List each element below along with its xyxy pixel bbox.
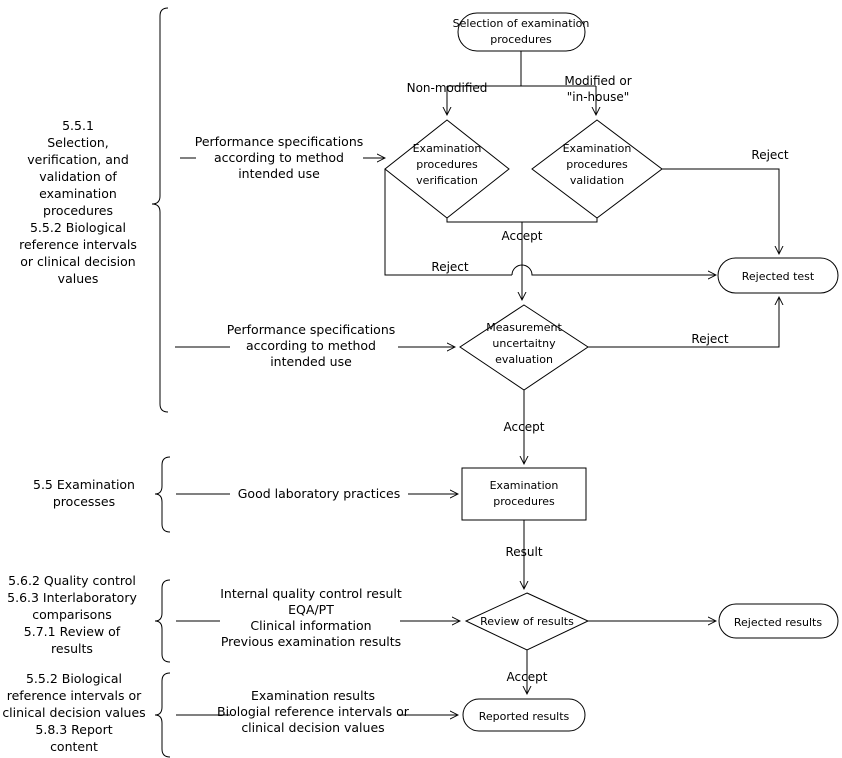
side-label-2-line-2: processes xyxy=(53,494,115,509)
annotation-perf-spec-1: Performance specifications according to … xyxy=(195,134,364,181)
edge-reject-validation xyxy=(662,168,779,254)
edge-label-modified-1: Modified or xyxy=(564,74,631,88)
edge-label-accept-1: Accept xyxy=(502,229,543,243)
node-reported-results: Reported results xyxy=(462,698,586,732)
edge-label-result: Result xyxy=(505,545,542,559)
node-selection-label-2: procedures xyxy=(490,33,552,46)
edge-label-reject-uncertainty: Reject xyxy=(691,332,728,346)
node-exam-procedures-label-2: procedures xyxy=(493,495,555,508)
node-validation-label-2: procedures xyxy=(566,158,628,171)
edge-label-reject-right: Reject xyxy=(751,148,788,162)
side-label-group-3: 5.6.2 Quality control 5.6.3 Interlaborat… xyxy=(7,573,137,656)
node-uncertainty-label-3: evaluation xyxy=(495,353,553,366)
annot-4-line-1: Internal quality control result xyxy=(220,586,402,601)
side-label-4-line-5: content xyxy=(50,739,98,754)
side-label-3-line-5: results xyxy=(51,641,93,656)
edge-label-reject-left: Reject xyxy=(431,260,468,274)
annot-1-line-1: Performance specifications xyxy=(195,134,364,149)
node-rejected-test: Rejected test xyxy=(717,257,839,294)
brace-group-2 xyxy=(154,456,171,533)
side-label-1-line-10: values xyxy=(58,271,99,286)
annot-1-line-3: intended use xyxy=(238,166,320,181)
edge-reject-uncertainty xyxy=(588,297,779,348)
side-label-group-4: 5.5.2 Biological reference intervals or … xyxy=(2,671,145,754)
side-label-3-line-4: 5.7.1 Review of xyxy=(24,624,121,639)
annotation-perf-spec-2: Performance specifications according to … xyxy=(227,322,396,369)
side-label-4-line-2: reference intervals or xyxy=(7,688,142,703)
side-label-3-line-1: 5.6.2 Quality control xyxy=(8,573,136,588)
node-verification-label-1: Examination xyxy=(413,142,482,155)
side-label-4-line-4: 5.8.3 Report xyxy=(35,722,112,737)
annotation-good-lab: Good laboratory practices xyxy=(238,486,401,501)
node-exam-procedures: Examination procedures xyxy=(461,467,587,521)
side-label-4-line-3: clinical decision values xyxy=(2,705,145,720)
annot-4-line-2: EQA/PT xyxy=(288,602,334,617)
side-label-1-line-7: 5.5.2 Biological xyxy=(30,220,126,235)
side-label-3-line-3: comparisons xyxy=(32,607,112,622)
node-reported-results-label: Reported results xyxy=(479,710,570,723)
side-label-1-line-3: verification, and xyxy=(27,152,129,167)
node-rejected-test-label: Rejected test xyxy=(742,270,815,283)
brace-group-4 xyxy=(154,672,171,758)
side-label-2-line-1: 5.5 Examination xyxy=(33,477,135,492)
side-label-group-1: 5.5.1 Selection, verification, and valid… xyxy=(19,118,137,286)
annot-2-line-1: Performance specifications xyxy=(227,322,396,337)
annot-3-line-1: Good laboratory practices xyxy=(238,486,401,501)
side-label-1-line-5: examination xyxy=(39,186,117,201)
side-label-1-line-1: 5.5.1 xyxy=(62,118,94,133)
side-label-group-2: 5.5 Examination processes xyxy=(33,477,135,509)
node-review: Review of results xyxy=(464,592,590,651)
node-uncertainty: Measurement uncertaitny evaluation xyxy=(459,304,589,391)
side-label-3-line-2: 5.6.3 Interlaboratory xyxy=(7,590,137,605)
node-verification-label-2: procedures xyxy=(416,158,478,171)
node-rejected-results-label: Rejected results xyxy=(734,616,822,629)
node-validation-label-1: Examination xyxy=(563,142,632,155)
side-label-1-line-2: Selection, xyxy=(47,135,109,150)
side-label-4-line-1: 5.5.2 Biological xyxy=(26,671,122,686)
edge-label-accept-3: Accept xyxy=(507,670,548,684)
edge-label-modified-2: "in-house" xyxy=(567,90,630,104)
annot-4-line-4: Previous examination results xyxy=(221,634,401,649)
annot-5-line-1: Examination results xyxy=(251,688,375,703)
side-label-1-line-6: procedures xyxy=(43,203,113,218)
annotation-qc-inputs: Internal quality control result EQA/PT C… xyxy=(220,586,402,649)
edge-reject-verification-to-rejected xyxy=(511,264,716,275)
annot-5-line-3: clinical decision values xyxy=(241,720,384,735)
annot-1-line-2: according to method xyxy=(214,150,344,165)
node-rejected-results: Rejected results xyxy=(718,603,839,639)
node-selection: Selection of examination procedures xyxy=(453,12,590,52)
edge-label-non-modified: Non-modified xyxy=(407,81,488,95)
node-verification-label-3: verification xyxy=(416,174,478,187)
side-label-1-line-8: reference intervals xyxy=(19,237,137,252)
node-exam-procedures-label-1: Examination xyxy=(490,479,559,492)
edge-label-accept-2: Accept xyxy=(504,420,545,434)
side-label-1-line-9: or clinical decision xyxy=(20,254,135,269)
node-validation-label-3: validation xyxy=(570,174,624,187)
edge-selection-split xyxy=(447,51,596,87)
annotation-report-inputs: Examination results Biologial reference … xyxy=(217,688,410,735)
node-selection-label-1: Selection of examination xyxy=(453,17,590,30)
node-verification: Examination procedures verification xyxy=(384,119,510,219)
annot-2-line-3: intended use xyxy=(270,354,352,369)
edge-reject-verification xyxy=(384,169,512,276)
brace-group-1 xyxy=(151,7,169,413)
annot-4-line-3: Clinical information xyxy=(250,618,371,633)
node-uncertainty-label-1: Measurement xyxy=(486,321,562,334)
edge-accept-merge xyxy=(446,218,598,223)
node-uncertainty-label-2: uncertaitny xyxy=(492,337,556,350)
side-label-1-line-4: validation of xyxy=(39,169,117,184)
annot-2-line-2: according to method xyxy=(246,338,376,353)
brace-group-3 xyxy=(154,579,171,663)
annot-5-line-2: Biologial reference intervals or xyxy=(217,704,410,719)
node-review-label: Review of results xyxy=(480,615,574,628)
node-validation: Examination procedures validation xyxy=(531,119,663,219)
